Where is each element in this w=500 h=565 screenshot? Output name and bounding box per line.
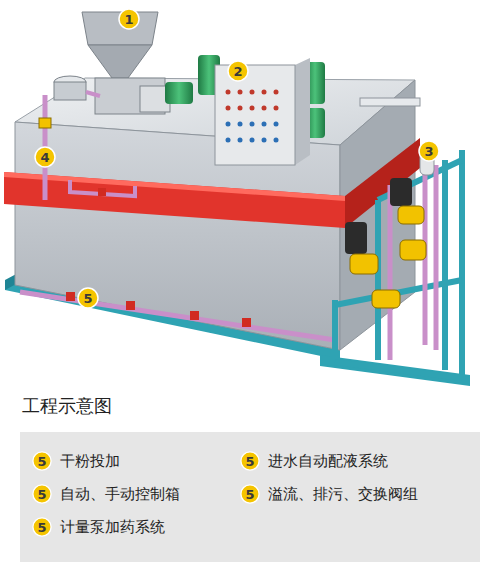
legend-item-text: 溢流、排污、交换阀组: [268, 484, 418, 504]
callout-number-text: 4: [34, 146, 56, 168]
dissolve-cup: [54, 82, 86, 100]
callout-number-text: 3: [418, 140, 440, 162]
valve: [39, 118, 51, 128]
diagram-title: 工程示意图: [22, 394, 112, 418]
callout-number-text: 5: [32, 517, 52, 537]
callout-circle: [119, 9, 139, 29]
callout-number: 3: [418, 140, 440, 162]
legend-item-text: 计量泵加药系统: [60, 517, 165, 537]
legend-panel: 干粉投加自动、手动控制箱计量泵加药系统 进水自动配液系统溢流、排污、交换阀组 5 5 5…: [20, 432, 480, 562]
legend-item-text: 自动、手动控制箱: [60, 484, 180, 504]
callout-circle: [241, 452, 259, 470]
callout-number-text: 1: [118, 8, 140, 30]
callout-number: 5: [32, 517, 52, 537]
callout-number: 5: [32, 451, 52, 471]
drain-pipe: [20, 292, 335, 340]
pump-stand: [335, 150, 462, 380]
pipe: [70, 180, 135, 196]
valve: [98, 188, 106, 196]
pipe: [86, 92, 100, 96]
switches: [226, 122, 279, 143]
callout-number: 1: [118, 8, 140, 30]
legend-item-text: 进水自动配液系统: [268, 451, 388, 471]
callout-number-text: 5: [32, 451, 52, 471]
equipment-illustration: [0, 0, 500, 390]
callout-number-text: 5: [240, 451, 260, 471]
callout-number: 2: [227, 60, 249, 82]
callout-number: 5: [240, 484, 260, 504]
dosing-pipes: [390, 160, 436, 360]
callout-number-text: 2: [227, 60, 249, 82]
red-band: [4, 172, 345, 228]
control-box: [215, 65, 295, 165]
callout-number: 5: [32, 484, 52, 504]
callout-circle: [33, 518, 51, 536]
callout-circle: [33, 452, 51, 470]
metering-pumps: [345, 178, 426, 308]
callout-number: 4: [34, 146, 56, 168]
callout-circle: [228, 61, 248, 81]
legend-item-text: 干粉投加: [60, 451, 120, 471]
callout-number: 5: [77, 287, 99, 309]
callout-number-text: 5: [77, 287, 99, 309]
callout-circle: [78, 288, 98, 308]
indicator-lights: [226, 90, 279, 111]
green-motor: [165, 82, 193, 104]
callout-circle: [33, 485, 51, 503]
callout-number-text: 5: [240, 484, 260, 504]
callout-circle: [35, 147, 55, 167]
callout-number: 5: [240, 451, 260, 471]
control-box: [295, 58, 310, 165]
callout-circle: [419, 141, 439, 161]
callout-number-text: 5: [32, 484, 52, 504]
red-band: [4, 172, 345, 201]
callout-circle: [241, 485, 259, 503]
hatch: [360, 98, 420, 106]
hopper: [88, 45, 152, 78]
